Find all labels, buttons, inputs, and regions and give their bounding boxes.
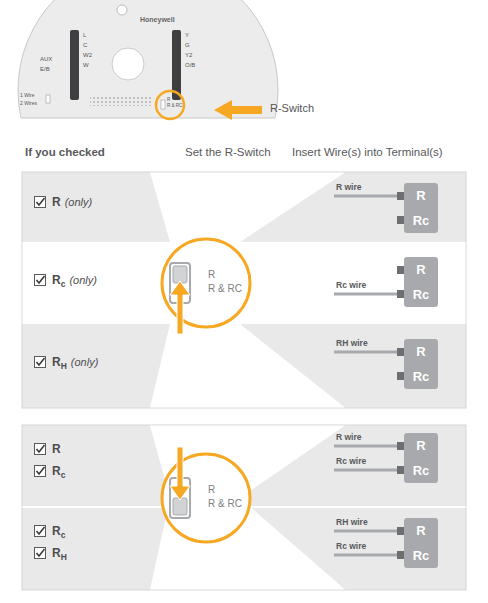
terminal-option: Rc	[52, 524, 65, 538]
wire-label: Rc wire	[336, 457, 366, 466]
panel-single	[22, 172, 466, 408]
switch-setting: R R & RC	[160, 237, 252, 329]
terminal-name: R	[404, 257, 438, 282]
terminal-block: RRc	[404, 183, 438, 233]
checked-options: RcRH	[34, 520, 67, 564]
checkbox	[34, 525, 46, 537]
wire-label: RH wire	[336, 518, 368, 527]
wires	[334, 196, 397, 555]
callout-arrow	[214, 100, 262, 120]
checkbox-row: R	[34, 438, 65, 460]
terminal-option: RH	[52, 546, 67, 560]
terminal-label: W2	[83, 52, 92, 59]
callout-label: R-Switch	[270, 102, 314, 114]
checkbox-row: R (only)	[34, 191, 92, 213]
column-header: Set the R-Switch	[185, 146, 271, 159]
terminal-block: RRc	[404, 257, 438, 307]
switch-label: R & RC	[167, 104, 182, 109]
switch-setting: R R & RC	[160, 452, 252, 544]
terminal-name: Rc	[404, 458, 438, 483]
checkbox-row: Rc	[34, 460, 65, 482]
terminal-option: Rc	[52, 273, 65, 287]
option-note: (only)	[65, 196, 93, 208]
checkbox-row: Rc	[34, 520, 67, 542]
checked-options: Rc (only)	[34, 269, 97, 291]
terminal-option: R	[52, 442, 61, 456]
terminal-name: R	[404, 518, 438, 543]
checkbox	[34, 547, 46, 559]
terminal-tabs	[397, 192, 404, 559]
terminal-label: E/B	[40, 66, 50, 73]
checked-options: R Rc	[34, 438, 65, 482]
wire-label: R wire	[336, 183, 362, 192]
wire-count-label: 1 Wire	[20, 93, 34, 99]
checkbox-row: Rc (only)	[34, 269, 97, 291]
wire-count-label: 2 Wires	[20, 101, 37, 107]
panel-pair	[22, 425, 466, 590]
terminal-label: Y2	[185, 52, 192, 59]
terminal-block: RRc	[404, 339, 438, 389]
terminal-name: R	[404, 183, 438, 208]
checkbox-row: RH	[34, 542, 67, 564]
terminal-label: Y	[185, 32, 189, 39]
terminal-option: RH	[52, 355, 67, 369]
wire-label: R wire	[336, 433, 362, 442]
terminal-name: Rc	[404, 543, 438, 568]
checkbox	[34, 356, 46, 368]
terminal-name: R	[404, 339, 438, 364]
checkbox	[34, 274, 46, 286]
terminal-name: Rc	[404, 282, 438, 307]
checked-options: RH (only)	[34, 351, 98, 373]
checkbox	[34, 196, 46, 208]
option-note: (only)	[69, 274, 97, 286]
terminal-label: AUX	[40, 56, 52, 63]
checkbox	[34, 443, 46, 455]
terminal-option: Rc	[52, 464, 65, 478]
checkbox	[34, 465, 46, 477]
checkbox-row: RH (only)	[34, 351, 98, 373]
terminal-label: L	[83, 32, 86, 39]
terminal-name: Rc	[404, 364, 438, 389]
terminal-block: RRc	[404, 518, 438, 568]
wire-label: Rc wire	[336, 542, 366, 551]
terminal-label: O/B	[185, 62, 195, 69]
brand-name: Honeywell	[140, 16, 175, 24]
terminal-option: R	[52, 195, 61, 209]
wire-label: Rc wire	[336, 281, 366, 290]
switch-position: R & RC	[208, 498, 242, 510]
column-header: If you checked	[25, 146, 105, 159]
terminal-label: C	[83, 42, 87, 49]
switch-position: R	[208, 484, 215, 496]
switch-position: R & RC	[208, 283, 242, 295]
terminal-label: W	[83, 62, 89, 69]
terminal-name: R	[404, 433, 438, 458]
wire-label: RH wire	[336, 339, 368, 348]
checked-options: R (only)	[34, 191, 92, 213]
option-note: (only)	[71, 356, 99, 368]
terminal-block: RRc	[404, 433, 438, 483]
switch-position: R	[208, 269, 215, 281]
switch-label: R	[167, 98, 170, 103]
terminal-label: G	[185, 42, 190, 49]
terminal-name: Rc	[404, 208, 438, 233]
column-header: Insert Wire(s) into Terminal(s)	[292, 146, 443, 159]
